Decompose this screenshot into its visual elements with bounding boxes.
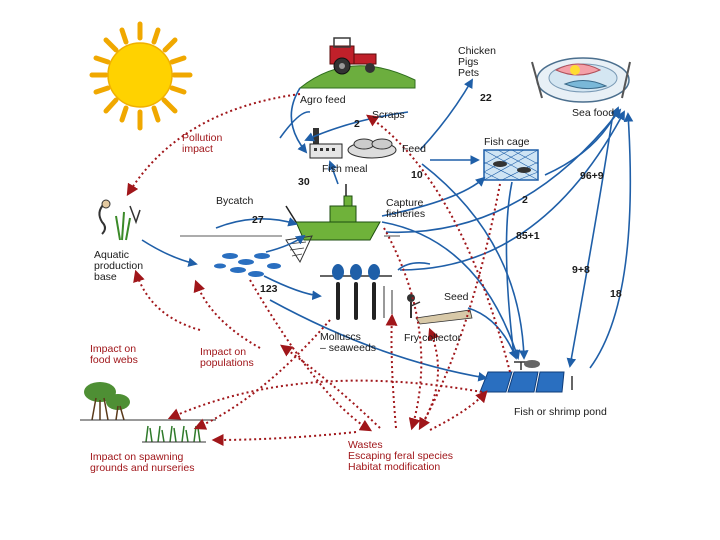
flow-base-to-pond bbox=[269, 299, 488, 382]
flow-value-molluscs-out: 9+8 bbox=[572, 264, 590, 276]
flow-school-to-molluscs bbox=[263, 275, 322, 301]
impact-wastes-e bbox=[211, 431, 357, 446]
fish-cage-label: Fish cage bbox=[484, 136, 530, 148]
impact-populations bbox=[193, 279, 261, 349]
seed-label: Seed bbox=[444, 291, 469, 303]
flow-agro-to-pond bbox=[279, 111, 311, 139]
impact-populations-label: Impact on populations bbox=[200, 346, 254, 369]
flow-value-capture-to-cage: 2 bbox=[522, 194, 528, 206]
fish-meal-label: Fish meal bbox=[322, 163, 368, 175]
flow-capture-to-cage bbox=[381, 176, 486, 217]
impact-wastes-a bbox=[280, 344, 381, 429]
flow-agro-to-fishmeal bbox=[290, 87, 308, 154]
impact-wastes-d bbox=[429, 390, 488, 431]
flow-pond-to-seafood bbox=[589, 112, 634, 369]
flow-value-pets: 22 bbox=[480, 92, 492, 104]
mangrove-seagrass-icon bbox=[80, 382, 216, 443]
flow-scraps bbox=[304, 111, 409, 142]
flow-bycatch bbox=[215, 217, 298, 229]
seahorse-seaweed-icon bbox=[98, 199, 141, 241]
impact-wastes-b bbox=[385, 313, 398, 429]
flow-value-feed: 10 bbox=[411, 169, 423, 181]
aquatic-production-base-label: Aquatic production base bbox=[94, 249, 144, 283]
feed-label: Feed bbox=[402, 143, 426, 155]
seafood-plate-icon bbox=[531, 57, 631, 103]
impact-arrows bbox=[126, 93, 511, 446]
flow-feed-to-pond bbox=[421, 163, 529, 360]
impact-pond-to-pollution bbox=[366, 114, 511, 373]
flow-value-capture-out: 85+1 bbox=[516, 230, 540, 242]
sun-icon bbox=[89, 21, 193, 131]
impact-food-webs bbox=[133, 269, 201, 331]
fish-cage-icon bbox=[483, 149, 539, 181]
fishing-boat-icon bbox=[285, 184, 381, 264]
flow-capture-to-fishmeal bbox=[328, 160, 339, 185]
chicken-pigs-pets-label: Chicken Pigs Pets bbox=[458, 45, 496, 79]
flow-value-bycatch: 27 bbox=[252, 214, 264, 226]
impact-molluscs-to-spawning bbox=[193, 319, 331, 430]
capture-fisheries-label: Capture fisheries bbox=[386, 197, 426, 220]
impact-cage-to-wastes bbox=[418, 183, 501, 431]
sea-food-label: Sea food bbox=[572, 107, 615, 119]
flow-capture-to-seafood bbox=[385, 108, 622, 234]
impact-school-to-wastes bbox=[249, 279, 373, 432]
factory-icon bbox=[309, 128, 397, 159]
flow-value-scraps: 2 bbox=[354, 118, 360, 130]
fish-pond-icon bbox=[479, 360, 573, 393]
flow-value-base: 123 bbox=[260, 283, 278, 295]
scraps-label: Scraps bbox=[372, 109, 405, 121]
mollusc-ropes-icon bbox=[320, 264, 393, 320]
flow-to-molluscs-top bbox=[397, 262, 431, 271]
flow-capture-to-pond bbox=[381, 221, 521, 360]
flow-cage-to-pond bbox=[505, 181, 515, 357]
flow-fishmeal-to-pets bbox=[419, 78, 473, 151]
wastes-label: Wastes Escaping feral species Habitat mo… bbox=[348, 439, 454, 473]
flow-seafood-to-pond bbox=[566, 119, 613, 368]
flow-aquatic-to-school bbox=[141, 239, 198, 267]
impact-food-webs-label: Impact on food webs bbox=[90, 343, 138, 366]
agro-feed-label: Agro feed bbox=[300, 94, 346, 106]
flow-value-fish-meal: 30 bbox=[298, 176, 310, 188]
flow-value-cage-out: 96+9 bbox=[580, 170, 604, 182]
impact-spawning-label: Impact on spawning grounds and nurseries bbox=[90, 451, 195, 474]
tractor-icon bbox=[298, 37, 416, 89]
pollution-impact-label: Pollution impact bbox=[182, 132, 223, 155]
fry-collector-label: Fry collector bbox=[404, 332, 462, 344]
flow-value-pond-out: 18 bbox=[610, 288, 622, 300]
fish-shrimp-pond-label: Fish or shrimp pond bbox=[514, 406, 607, 418]
bycatch-label: Bycatch bbox=[216, 195, 254, 207]
fish-school-icon bbox=[214, 253, 281, 277]
flow-school-to-capture bbox=[265, 234, 306, 253]
impact-capture-to-wastes bbox=[383, 227, 423, 431]
molluscs-seaweeds-label: Molluscs – seaweeds bbox=[320, 331, 377, 354]
flow-arrows bbox=[141, 78, 634, 382]
flow-molluscs-to-seafood bbox=[399, 110, 625, 271]
fry-collector-icon bbox=[407, 294, 473, 325]
